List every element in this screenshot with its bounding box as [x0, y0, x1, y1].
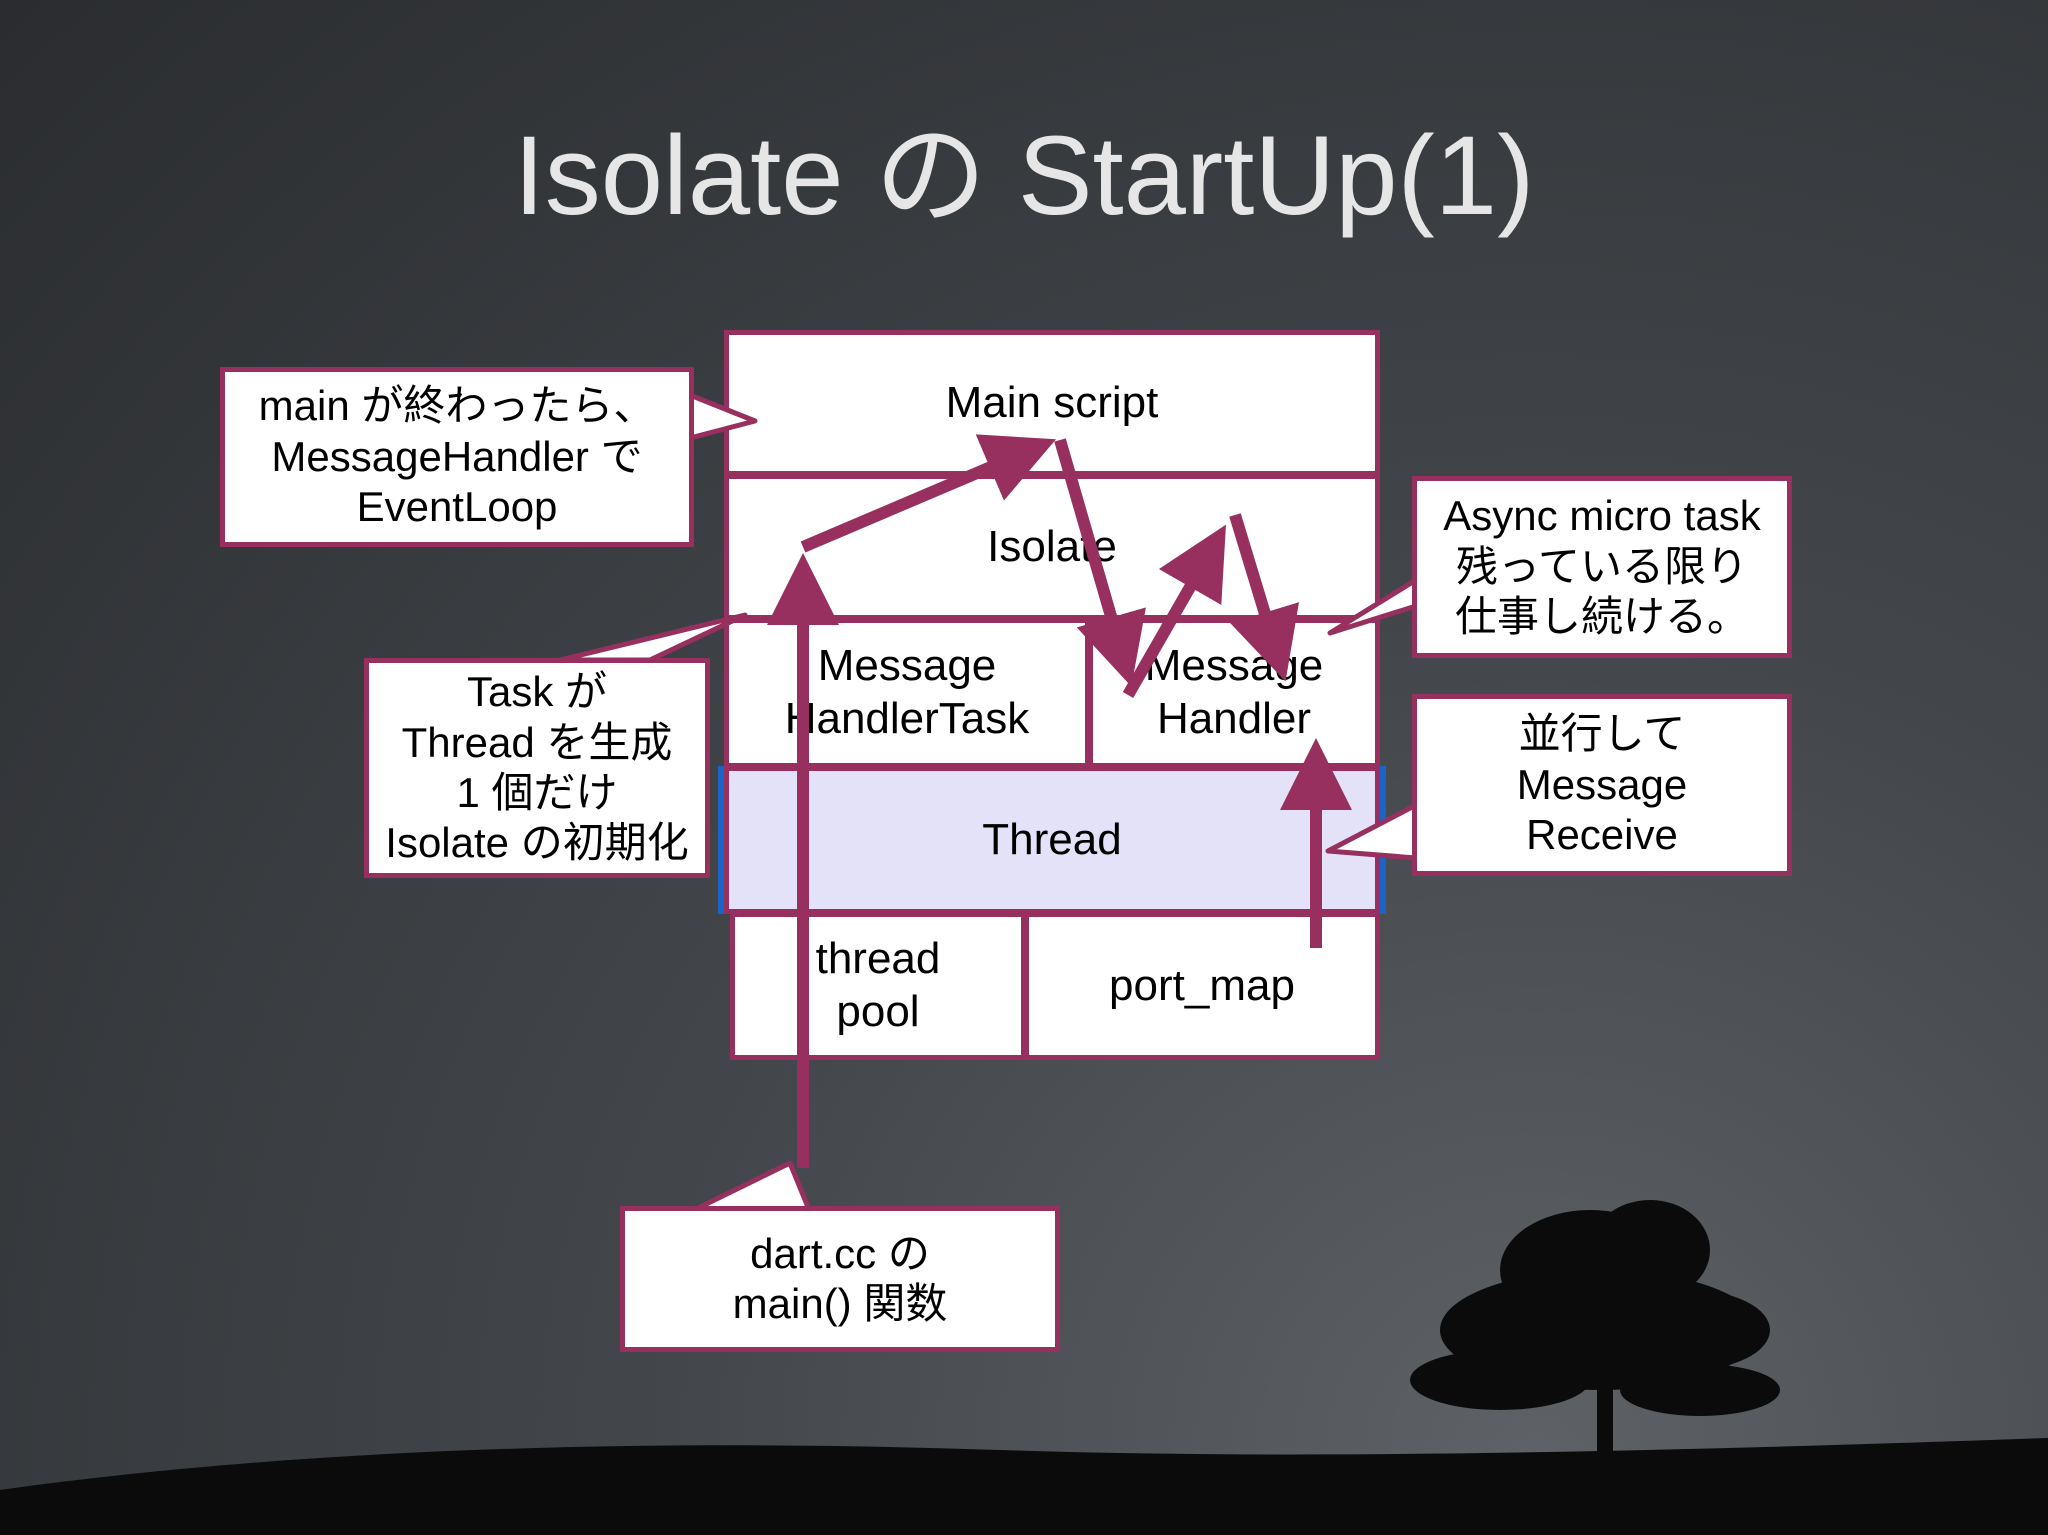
- main-script-label: Main script: [945, 377, 1159, 427]
- callout-task-creates-thread: Task が Thread を生成 1 個だけ Isolate の初期化: [364, 658, 710, 878]
- arrow-micro-task-loop-up: [1122, 524, 1226, 698]
- arrow-main-script-to-message-handler: [1054, 438, 1146, 687]
- callout-main-finished: main が終わったら、 MessageHandler で EventLoop: [220, 367, 694, 547]
- thread-pool-box: thread pool: [730, 912, 1026, 1060]
- callout-dart-main: dart.cc の main() 関数: [620, 1206, 1060, 1352]
- callout-async-micro-task: Async micro task 残っている限り 仕事し続ける。: [1412, 476, 1792, 658]
- message-handler-task-label: Message HandlerTask: [784, 641, 1030, 743]
- callout-tail-parallel: [1325, 802, 1419, 861]
- callout-tail-dart-main: [687, 1160, 813, 1215]
- callout-tail-async: [1327, 577, 1419, 636]
- thread-label: Thread: [982, 814, 1122, 864]
- callout-tail-task-thread: [557, 612, 748, 663]
- message-handler-task-box: Message HandlerTask: [724, 618, 1090, 768]
- tree-silhouette: [1410, 1200, 1780, 1452]
- callout-parallel-receive-text: 並行して Message Receive: [1516, 710, 1688, 859]
- arrow-isolate-to-main-script: [800, 434, 1057, 553]
- arrow-micro-task-loop-down: [1229, 513, 1300, 682]
- callout-main-finished-text: main が終わったら、 MessageHandler で EventLoop: [258, 382, 656, 531]
- slide-title: Isolate の StartUp(1): [513, 113, 1535, 238]
- port-map-label: port_map: [1109, 960, 1295, 1010]
- main-script-box: Main script: [724, 330, 1380, 476]
- callout-parallel-receive: 並行して Message Receive: [1412, 694, 1792, 876]
- thread-pool-label: thread pool: [815, 934, 941, 1036]
- callout-async-micro-task-text: Async micro task 残っている限り 仕事し続ける。: [1443, 492, 1761, 641]
- callout-dart-main-text: dart.cc の main() 関数: [732, 1229, 948, 1327]
- callout-tail-main-finished: [687, 392, 758, 441]
- callout-task-creates-thread-text: Task が Thread を生成 1 個だけ Isolate の初期化: [385, 668, 689, 867]
- ground-silhouette: [0, 1438, 2048, 1535]
